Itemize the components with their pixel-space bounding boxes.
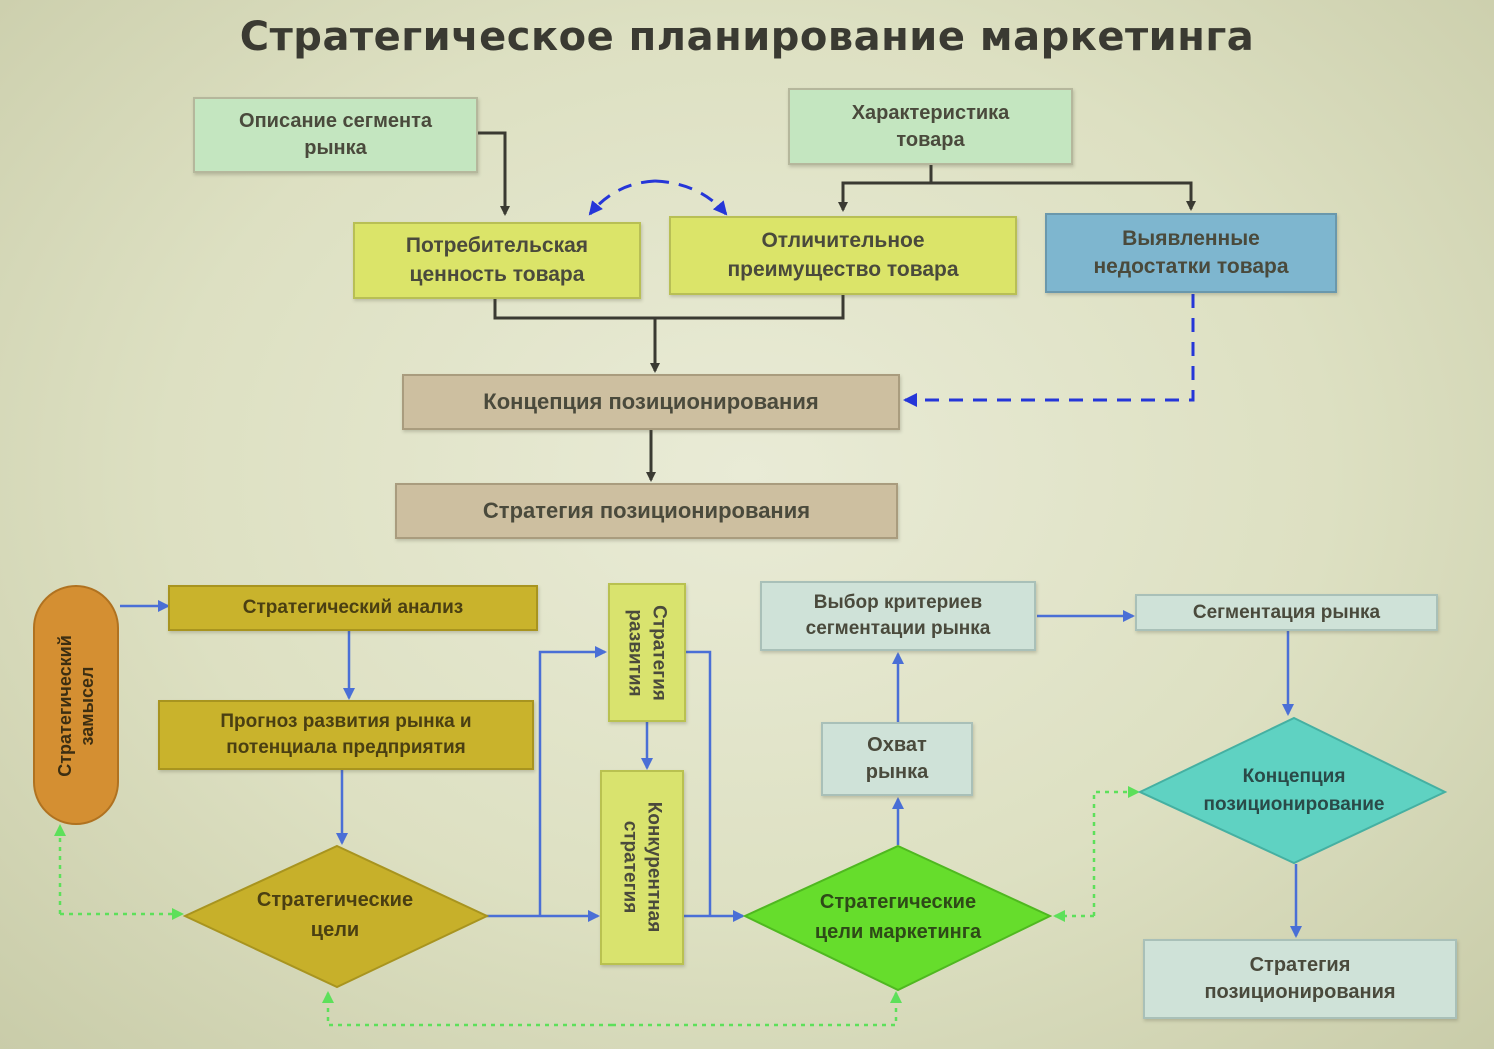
- box-forecast: Прогноз развития рынка и потенциала пред…: [158, 700, 534, 770]
- advantage-line-2: преимущество товара: [727, 257, 959, 281]
- development-line-2: развития: [624, 609, 646, 697]
- intent-line-2: замысел: [77, 666, 97, 746]
- box-segmentation-criteria: Выбор критериев сегментации рынка: [760, 581, 1036, 651]
- dotted-bottom-loop-left: [322, 991, 612, 1027]
- bottom-arrows: [120, 600, 1302, 938]
- segment-line-1: Описание сегмента: [239, 110, 432, 132]
- shortcomings-line-2: недостатки товара: [1093, 255, 1289, 278]
- arrow-goals-to-development: [538, 646, 607, 916]
- characteristic-line-2: товара: [896, 128, 965, 151]
- box-competitive-strategy: [600, 770, 684, 965]
- diamond-marketing-goals: [742, 844, 1053, 992]
- concept2-line-1: Концепция: [1242, 765, 1346, 787]
- intent-line-1: Стратегический: [54, 635, 75, 777]
- coverage-line-1: Охват: [867, 734, 927, 756]
- diamond-strategic-goals: [182, 844, 490, 989]
- box-market-segmentation: Сегментация рынка: [1135, 594, 1438, 631]
- line-advantage-down: [655, 295, 845, 320]
- arrow-characteristic-to-shortcomings: [931, 181, 1196, 211]
- positioning-concept-2-label: Концепция позиционирование: [1160, 755, 1428, 827]
- box-consumer-value: Потребительская ценность товара: [353, 222, 641, 299]
- strategic-goals-label: Стратегические цели: [210, 878, 460, 952]
- dotted-feedback: [54, 786, 1140, 1027]
- value-line-2: ценность товара: [409, 262, 585, 286]
- arrow-segment-to-value: [478, 131, 510, 216]
- competitive-line-1: Конкурентная: [643, 801, 665, 933]
- advantage-line-1: Отличительное: [761, 229, 925, 253]
- arrow-development-to-marketing: [686, 650, 712, 916]
- forecast-line-1: Прогноз развития рынка и: [220, 711, 472, 733]
- marketing-goals-label: Стратегические цели маркетинга: [770, 880, 1026, 954]
- positioning-concept-label: Концепция позиционирования: [483, 389, 819, 415]
- box-positioning-concept: Концепция позиционирования: [402, 374, 900, 430]
- competitive-line-2: стратегия: [619, 820, 641, 914]
- dotted-concept-to-marketing: [1092, 786, 1140, 916]
- strategy2-line-2: позиционирования: [1204, 981, 1396, 1003]
- box-distinctive-advantage: Отличительное преимущество товара: [669, 216, 1017, 295]
- development-line-1: Стратегия: [648, 605, 670, 701]
- development-strategy-label: Стратегия развития: [624, 584, 670, 723]
- dashed-shortcomings-to-concept: [903, 294, 1195, 407]
- marketing-line-1: Стратегические: [819, 891, 977, 913]
- marketing-line-2: цели маркетинга: [814, 921, 982, 943]
- box-positioning-strategy: Стратегия позиционирования: [395, 483, 898, 539]
- criteria-line-1: Выбор критериев: [813, 592, 983, 614]
- characteristic-line-1: Характеристика: [851, 101, 1010, 124]
- dotted-bottom-loop-right: [612, 991, 902, 1027]
- strategy2-line-1: Стратегия: [1249, 954, 1351, 976]
- forecast-line-2: потенциала предприятия: [226, 737, 466, 758]
- box-identified-shortcomings: Выявленные недостатки товара: [1045, 213, 1337, 293]
- box-product-characteristic: Характеристика товара: [788, 88, 1073, 165]
- box-segment-description: Описание сегмента рынка: [193, 97, 478, 173]
- capsule-strategic-intent: [33, 585, 119, 825]
- arrow-characteristic-split: [838, 165, 933, 212]
- coverage-line-2: рынка: [865, 761, 929, 783]
- diamond-positioning-concept: [1137, 716, 1448, 865]
- box-market-coverage: Охват рынка: [821, 722, 973, 796]
- criteria-line-2: сегментации рынка: [805, 618, 991, 639]
- goals-line-1: Стратегические: [256, 889, 414, 911]
- dashed-curve-left: [588, 179, 656, 216]
- value-line-1: Потребительская: [405, 234, 589, 258]
- dashed-curve-right: [654, 179, 728, 216]
- segment-line-2: рынка: [304, 137, 367, 159]
- page-title: Стратегическое планирование маркетинга: [239, 14, 1255, 60]
- goals-line-2: цели: [310, 919, 360, 941]
- strategic-analysis-label: Стратегический анализ: [242, 597, 464, 619]
- box-development-strategy: [608, 583, 686, 722]
- line-value-down: [493, 298, 655, 320]
- box-positioning-strategy-2: Стратегия позиционирования: [1143, 939, 1457, 1019]
- competitive-strategy-label: Конкурентная стратегия: [619, 770, 665, 965]
- positioning-strategy-label: Стратегия позиционирования: [482, 498, 811, 524]
- concept2-line-2: позиционирование: [1203, 794, 1385, 815]
- dashed-arrows: [588, 179, 1195, 407]
- box-strategic-analysis: Стратегический анализ: [168, 585, 538, 631]
- shortcomings-line-1: Выявленные: [1122, 226, 1260, 250]
- segmentation-label: Сегментация рынка: [1192, 601, 1381, 623]
- strategic-intent-label: Стратегический замысел: [54, 587, 98, 825]
- top-arrows: [478, 131, 1196, 482]
